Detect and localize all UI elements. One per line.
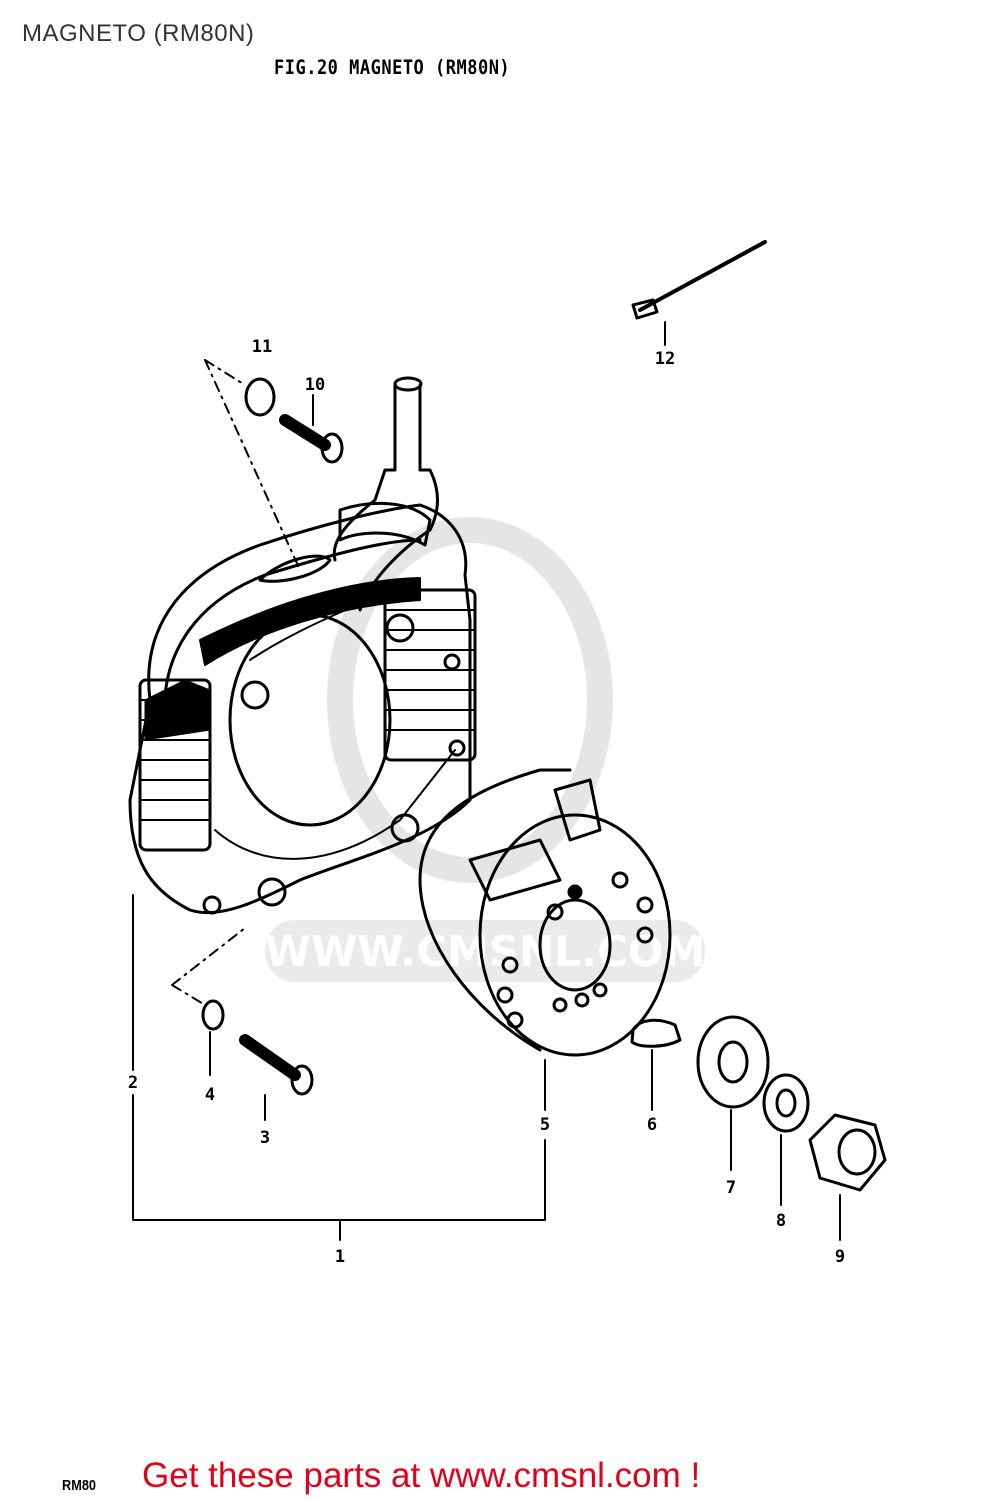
screw-head	[320, 432, 344, 464]
stator-screw	[240, 680, 270, 710]
stator-assembly	[128, 376, 477, 915]
rotor-hole	[567, 884, 583, 900]
plate-hole	[202, 895, 222, 915]
rotor-side	[418, 768, 572, 882]
callout-9: 9	[835, 1247, 845, 1267]
get-parts-link[interactable]: Get these parts at www.cmsnl.com !	[142, 1456, 701, 1495]
callout-5: 5	[540, 1115, 550, 1135]
callout-10: 10	[305, 375, 325, 395]
coil-left	[138, 678, 212, 852]
stator-screw	[385, 613, 415, 643]
callout-2: 2	[128, 1073, 138, 1093]
lock-washer	[762, 1073, 810, 1133]
screw-3	[239, 1034, 314, 1096]
wire-harness	[332, 383, 439, 612]
rotor-hub	[538, 898, 612, 992]
nut	[808, 1113, 887, 1192]
model-code: RM80	[62, 1477, 97, 1494]
harness-end	[393, 376, 423, 392]
callouts: 1 2 3 4 5 6 7 8 9 10 11 12	[128, 337, 845, 1267]
rotor-hole	[546, 903, 564, 921]
callout-3: 3	[260, 1128, 270, 1148]
washer-11	[244, 377, 276, 417]
rotor-hole	[636, 896, 654, 914]
washer-outer	[696, 1015, 770, 1109]
callout-12: 12	[655, 349, 675, 369]
coil-right	[383, 588, 477, 762]
rotor-hole	[574, 992, 590, 1008]
watermark-bar	[265, 920, 705, 982]
callout-1: 1	[335, 1247, 345, 1267]
screw-10	[279, 414, 344, 464]
stator-plate	[128, 503, 472, 915]
leader-4-dash	[171, 927, 246, 1006]
lock-washer-inner	[775, 1088, 797, 1118]
screw-shank	[239, 1034, 301, 1081]
leader-lines	[132, 321, 841, 1241]
wire-terminal	[448, 739, 466, 757]
stator-wire	[214, 749, 456, 860]
screw-head	[290, 1064, 314, 1096]
stator-bore	[228, 613, 392, 827]
stator-screw	[257, 877, 287, 907]
rotor-side	[418, 878, 542, 1052]
rotor-window	[468, 838, 562, 902]
lead-wire-12	[631, 240, 767, 320]
screw-shank	[279, 414, 331, 451]
rotor-hole	[592, 982, 608, 998]
rotor-window	[553, 778, 602, 842]
washer-inner	[717, 1040, 749, 1084]
callout-6: 6	[647, 1115, 657, 1135]
leader-11	[204, 359, 301, 571]
nut-thread	[837, 1128, 877, 1176]
callout-8: 8	[776, 1211, 786, 1231]
washer-4	[201, 999, 225, 1031]
coil-right-windings	[384, 609, 476, 731]
lead-wire	[638, 240, 767, 312]
rotor-hole	[636, 926, 654, 944]
washer	[696, 1015, 770, 1109]
rotor-hole	[506, 1011, 524, 1029]
rotor-hole	[501, 956, 519, 974]
page-title: MAGNETO (RM80N)	[22, 20, 255, 47]
callout-7: 7	[726, 1178, 736, 1198]
coil-left-shade	[144, 679, 211, 741]
callout-11: 11	[252, 337, 272, 357]
figure-title: FIG.20 MAGNETO (RM80N)	[274, 56, 511, 80]
rotor-hole	[552, 997, 568, 1013]
lead-terminal	[631, 298, 659, 320]
grommet	[338, 501, 432, 547]
flywheel-rotor	[418, 768, 672, 1057]
callout-4: 4	[205, 1085, 215, 1105]
plate-slot	[258, 554, 332, 583]
rotor-hole	[496, 986, 514, 1004]
lock-washer-outer	[762, 1073, 810, 1133]
nut-body	[808, 1113, 887, 1192]
watermark-logo	[327, 517, 613, 883]
wire-terminal	[443, 653, 461, 671]
woodruff-key	[630, 1018, 682, 1048]
stator-wire	[249, 599, 371, 661]
rotor-face	[478, 813, 672, 1057]
rotor-hole	[611, 871, 629, 889]
watermark: WWW.CMSNL.COM	[265, 517, 705, 982]
